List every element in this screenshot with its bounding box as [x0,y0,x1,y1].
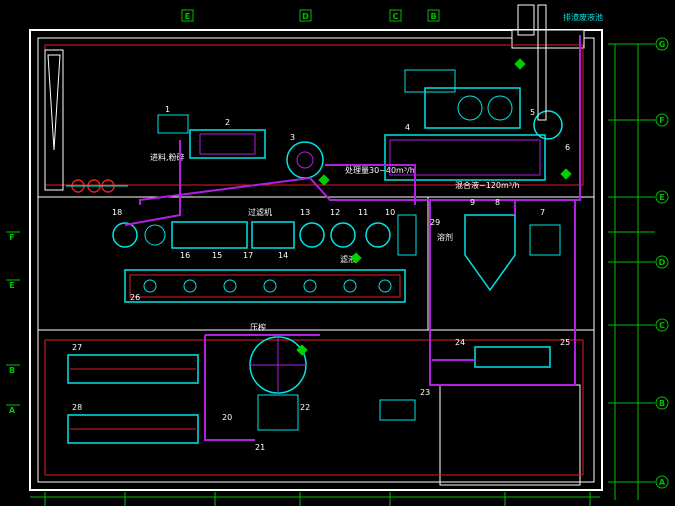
top-grid-bubbles: E D C B [181,9,440,22]
right-dimension-chain: G F E D C B A [608,37,669,500]
svg-text:2: 2 [225,118,230,127]
right-spec: 混合液~120m³/h [455,180,520,190]
horizontal-tank [379,346,551,421]
feed-chute [44,49,64,191]
grid-label-right: D [659,258,666,267]
svg-text:14: 14 [278,251,288,260]
svg-text:1: 1 [165,105,170,114]
pipe-network [124,35,581,441]
hopper-note: 溶剂 [437,232,453,242]
grid-bubble [181,9,194,22]
svg-text:26: 26 [130,293,140,302]
drain-note: 排渣废液池 [563,12,603,22]
building-walls [29,29,603,491]
grid-label-top: B [430,12,436,21]
feed-note: 进料,粉碎 [150,152,185,162]
grid-label-right: E [659,193,664,202]
svg-text:21: 21 [255,443,265,452]
svg-text:16: 16 [180,251,190,260]
press-note: 压榨 [250,322,266,332]
svg-text:8: 8 [495,198,500,207]
svg-text:17: 17 [243,251,253,260]
filter-drums: 过滤机 [112,207,417,256]
svg-text:5: 5 [530,108,535,117]
svg-text:12: 12 [330,208,340,217]
grid-label-top: C [393,12,399,21]
storage-tanks [67,354,199,444]
settling-cone: 溶剂 [437,214,561,292]
svg-text:9: 9 [470,198,475,207]
bottom-dimension-line [30,492,600,506]
grid-bubble [389,9,402,22]
svg-text:6: 6 [565,143,570,152]
tank-row: 滤液 [124,254,406,303]
filter-note: 过滤机 [248,207,272,217]
mid-note: 滤液 [340,254,356,264]
crusher-row [66,179,128,193]
grid-label-left: B [9,366,15,375]
svg-text:23: 23 [420,388,430,397]
green-markers [296,58,572,356]
grid-label-right: C [659,321,665,330]
grid-label-right: B [659,399,665,408]
red-service-lines [44,44,584,476]
press-machinery: 混合液~120m³/h [384,69,563,190]
svg-text:28: 28 [72,403,82,412]
svg-text:24: 24 [455,338,465,347]
svg-text:27: 27 [72,343,82,352]
svg-text:13: 13 [300,208,310,217]
svg-text:22: 22 [300,403,310,412]
upper-spec: 处理量30~40m³/h [345,165,415,175]
svg-text:29: 29 [430,218,440,227]
equipment-numbers: 18 16 15 17 14 13 12 11 10 9 8 7 6 5 4 3… [72,105,570,452]
grid-label-left: E [9,281,14,290]
svg-text:7: 7 [540,208,545,217]
grid-label-right: A [659,478,666,487]
grid-bubble [299,9,312,22]
svg-text:20: 20 [222,413,232,422]
svg-text:18: 18 [112,208,122,217]
svg-text:15: 15 [212,251,222,260]
grid-bubble [427,9,440,22]
grid-label-top: D [302,12,309,21]
grid-label-right: F [659,116,664,125]
svg-text:11: 11 [358,208,368,217]
grid-label-left: F [9,233,14,242]
svg-text:10: 10 [385,208,395,217]
upper-process-equipment: 进料,粉碎 处理量30~40m³/h [150,114,415,179]
grid-label-left: A [9,406,16,415]
svg-text:25: 25 [560,338,570,347]
grid-label-right: G [659,40,666,49]
svg-text:4: 4 [405,123,410,132]
left-grid-ticks: F E B A [6,231,20,415]
svg-text:3: 3 [290,133,295,142]
central-tank: 压榨 [249,322,307,431]
drain-pipe: 排渣废液池 [517,4,603,121]
grid-label-top: E [185,12,190,21]
